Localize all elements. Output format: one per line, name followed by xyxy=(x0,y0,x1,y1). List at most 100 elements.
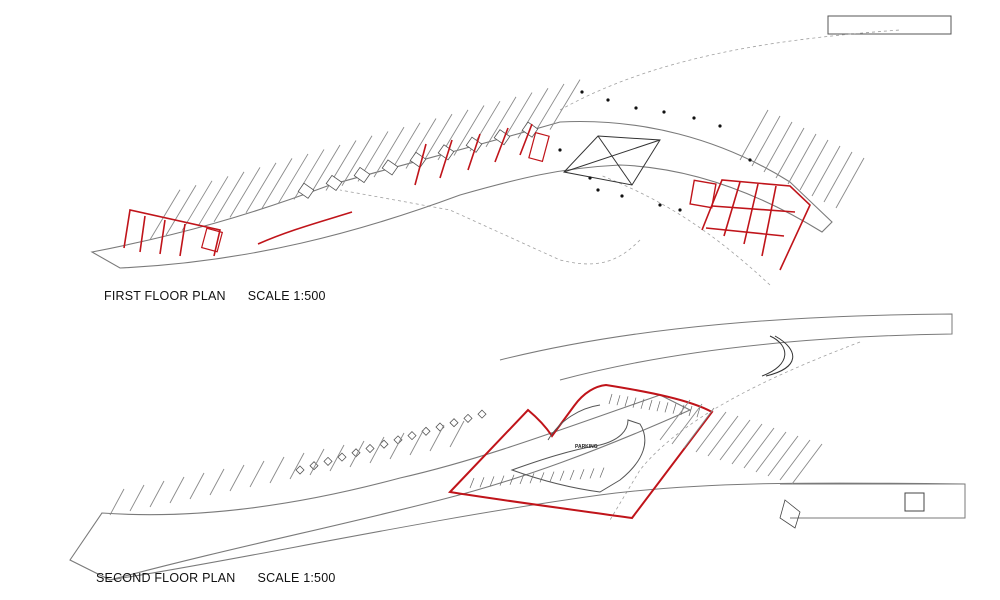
hatch-line xyxy=(409,428,425,456)
parking-stall xyxy=(579,469,585,480)
column-dot xyxy=(620,194,624,198)
hatch-line xyxy=(683,407,715,449)
first-floor-core-mid xyxy=(528,131,550,163)
first-floor-red-grid-right xyxy=(701,179,811,271)
first-floor-plan xyxy=(90,15,952,286)
diamond-marker xyxy=(463,413,473,423)
column-dot xyxy=(662,110,666,114)
hatch-line xyxy=(485,96,517,148)
hatch-line xyxy=(799,139,829,191)
hatch-line xyxy=(549,79,581,130)
column-dot xyxy=(658,203,662,207)
hatch-line xyxy=(707,415,739,457)
second-floor-hatch-lines xyxy=(109,420,465,516)
first-floor-slab xyxy=(90,120,833,269)
hatch-line xyxy=(189,472,205,500)
column-dot xyxy=(588,176,592,180)
diamond-marker xyxy=(393,435,403,445)
hatch-line xyxy=(129,484,145,512)
column-dot xyxy=(606,98,610,102)
column-dot xyxy=(596,188,600,192)
hatch-line xyxy=(329,444,345,472)
hatch-line xyxy=(823,151,853,203)
hatch-line xyxy=(421,113,453,165)
parking-stall xyxy=(519,473,525,485)
hatch-line xyxy=(369,436,385,464)
parking-stall xyxy=(549,471,555,482)
hatch-line xyxy=(719,419,751,461)
hatch-line xyxy=(309,144,341,196)
second-floor-slab-edge xyxy=(109,482,966,581)
diamond-marker xyxy=(365,443,375,454)
parking-stall xyxy=(608,393,613,405)
hatch-line xyxy=(309,448,325,476)
parking-stall xyxy=(648,399,653,411)
first-floor-columns xyxy=(558,90,752,212)
first-floor-atrium xyxy=(563,135,661,186)
first-floor-bay-boxes xyxy=(297,121,539,199)
second-floor-dashed xyxy=(609,341,861,521)
hatch-line xyxy=(277,153,309,205)
bay-box xyxy=(381,159,399,176)
bay-box xyxy=(325,174,343,192)
hatch-line xyxy=(751,115,781,167)
hatch-line xyxy=(229,167,261,218)
bay-box xyxy=(493,129,511,146)
parking-stall xyxy=(509,474,515,485)
first-floor-plan-name: FIRST FLOOR PLAN xyxy=(104,289,226,303)
parking-stall xyxy=(589,468,595,479)
hatch-line xyxy=(149,189,181,240)
second-floor-right-hatch xyxy=(659,399,823,485)
parking-stall xyxy=(688,405,693,417)
column-dot xyxy=(634,106,638,110)
parking-stall xyxy=(624,396,629,407)
hatch-line xyxy=(755,431,787,473)
hatch-line xyxy=(269,456,285,484)
second-floor-parking-island xyxy=(510,404,646,493)
second-floor-parking-outline xyxy=(447,383,714,520)
hatch-line xyxy=(787,133,817,185)
second-floor-parking-stalls xyxy=(469,393,701,489)
first-floor-red-rooms-left xyxy=(123,123,533,257)
parking-stall xyxy=(499,475,505,486)
diamond-marker xyxy=(449,418,459,428)
hatch-line xyxy=(341,135,373,186)
first-floor-core-right xyxy=(689,179,717,209)
second-floor-end-marker xyxy=(779,499,801,529)
parking-stall xyxy=(672,403,677,414)
hatch-line xyxy=(289,452,305,480)
column-dot xyxy=(678,208,682,212)
hatch-line xyxy=(743,427,775,469)
second-floor-slab xyxy=(69,394,692,581)
hatch-line xyxy=(449,420,465,448)
bay-box xyxy=(353,166,371,184)
hatch-line xyxy=(373,126,405,178)
second-floor-plan-name: SECOND FLOOR PLAN xyxy=(96,571,236,585)
hatch-line xyxy=(389,432,405,460)
column-dot xyxy=(692,116,696,120)
parking-stall xyxy=(656,401,661,412)
first-floor-top-rect xyxy=(827,15,952,35)
hatch-line xyxy=(149,480,165,508)
hatch-line xyxy=(671,403,703,445)
parking-stall xyxy=(632,397,637,408)
first-floor-dashed-arc-3 xyxy=(599,174,771,286)
hatch-line xyxy=(739,109,769,161)
second-floor-ramp xyxy=(761,335,794,377)
hatch-line xyxy=(791,443,823,485)
hatch-line xyxy=(197,176,229,227)
hatch-line xyxy=(429,424,445,452)
parking-stall xyxy=(489,476,495,487)
hatch-line xyxy=(695,411,727,453)
second-floor-right-bar xyxy=(780,483,966,519)
parking-stall xyxy=(479,477,485,488)
parking-stall xyxy=(599,467,605,478)
parking-stall xyxy=(469,477,475,489)
hatch-line xyxy=(659,399,691,441)
hatch-line xyxy=(109,488,125,516)
bay-box xyxy=(297,182,315,199)
hatch-line xyxy=(229,464,245,492)
bay-box xyxy=(465,136,483,153)
hatch-line xyxy=(775,127,805,179)
